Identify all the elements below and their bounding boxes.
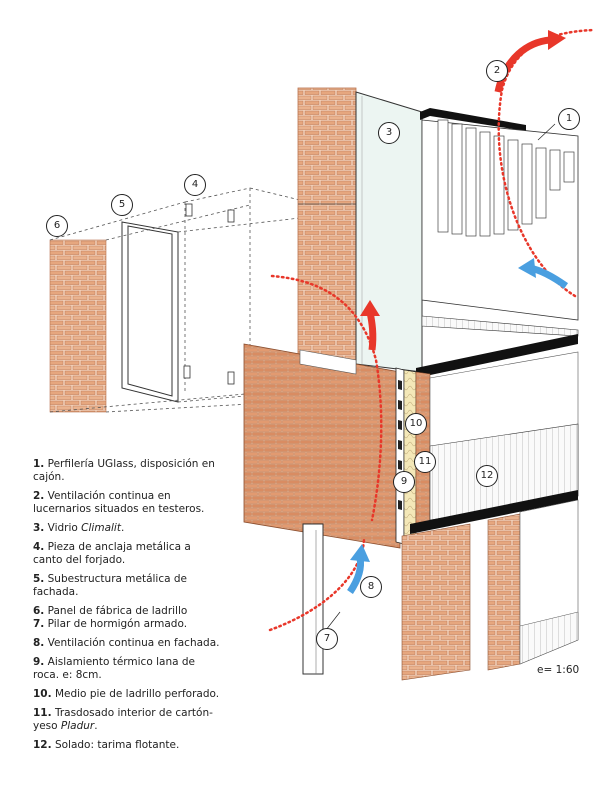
legend-item-4: 4. Pieza de anclaja metálica a canto del…: [33, 541, 191, 566]
exploded-brick-panel: [49, 239, 107, 413]
legend-item-10: 10. Medio pie de ladrillo perforado.: [33, 688, 220, 700]
callout-7: 7: [316, 628, 338, 650]
lower-floor: [410, 351, 579, 534]
legend-item-5: 5. Subestructura metálica de fachada.: [33, 573, 188, 598]
anchor-brackets: [183, 203, 235, 385]
callout-9: 9: [393, 471, 415, 493]
legend-item-3: 3. Vidrio Climalit.: [33, 522, 125, 534]
callout-10: 10: [405, 413, 427, 435]
callout-5: 5: [111, 194, 133, 216]
callout-8: 8: [360, 576, 382, 598]
callout-6: 6: [46, 215, 68, 237]
callout-4: 4: [184, 174, 206, 196]
upper-floor: [416, 315, 579, 378]
lower-brick-facade: [243, 343, 401, 549]
callout-3: 3: [378, 122, 400, 144]
exploded-frame: [121, 221, 179, 403]
legend-item-8: 8. Ventilación continua en fachada.: [33, 637, 220, 649]
callout-11: 11: [414, 451, 436, 473]
legend: 1. Perfilería UGlass, disposición en caj…: [33, 458, 223, 758]
legend-item-1: 1. Perfilería UGlass, disposición en caj…: [33, 458, 215, 483]
legend-item-6: 6. Panel de fábrica de ladrillo: [33, 605, 188, 617]
leader-lines: [325, 123, 556, 631]
callout-1: 1: [558, 108, 580, 130]
uglass-profiles: [437, 119, 575, 237]
upper-brick-column: [297, 87, 357, 361]
ventilation-arrows: [268, 28, 596, 632]
legend-item-11: 11. Trasdosado interior de cartón-yeso P…: [33, 707, 213, 732]
callout-12: 12: [476, 465, 498, 487]
scale-label: e= 1:60: [537, 664, 580, 676]
concrete-pillar: [302, 523, 324, 675]
lower-facade: [401, 499, 579, 681]
callout-2: 2: [486, 60, 508, 82]
legend-item-9: 9. Aislamiento térmico lana de roca. e: …: [33, 656, 195, 681]
legend-item-2: 2. Ventilación continua en lucernarios s…: [33, 490, 205, 515]
legend-item-7: 7. Pilar de hormigón armado.: [33, 618, 188, 630]
legend-item-12: 12. Solado: tarima flotante.: [33, 739, 180, 751]
